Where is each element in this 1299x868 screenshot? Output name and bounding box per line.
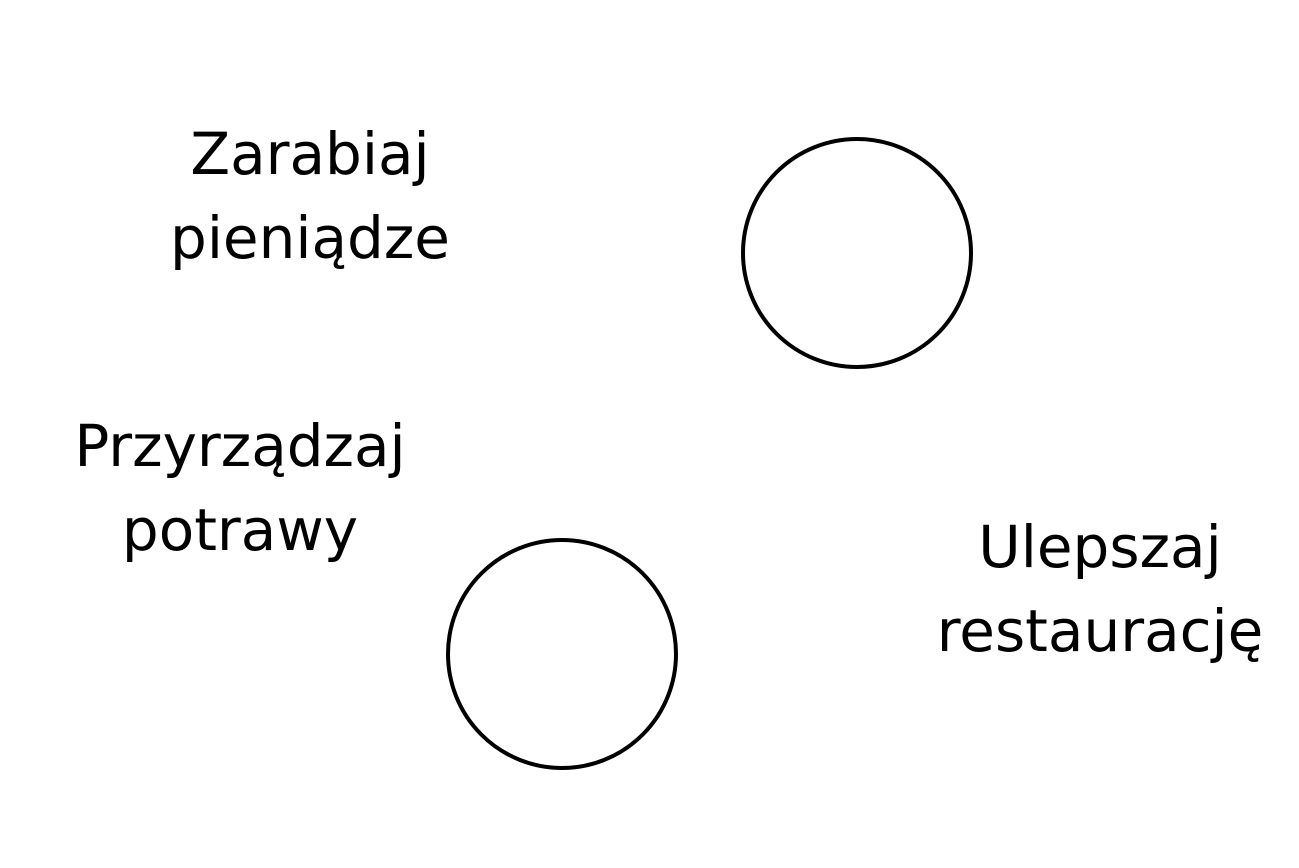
label-upgrade-restaurant: Ulepszaj restaurację (930, 505, 1270, 673)
circle-node-top (741, 137, 973, 369)
label-cook-dishes-line2: potrawy (121, 496, 359, 564)
label-earn-money: Zarabiaj pieniądze (160, 112, 460, 280)
label-cook-dishes: Przyrządzaj potrawy (70, 404, 410, 572)
circle-node-bottom (446, 538, 678, 770)
label-earn-money-line2: pieniądze (170, 204, 450, 272)
label-upgrade-restaurant-line2: restaurację (936, 597, 1264, 665)
label-cook-dishes-line1: Przyrządzaj (74, 412, 406, 480)
label-earn-money-line1: Zarabiaj (190, 120, 430, 188)
label-upgrade-restaurant-line1: Ulepszaj (978, 513, 1222, 581)
